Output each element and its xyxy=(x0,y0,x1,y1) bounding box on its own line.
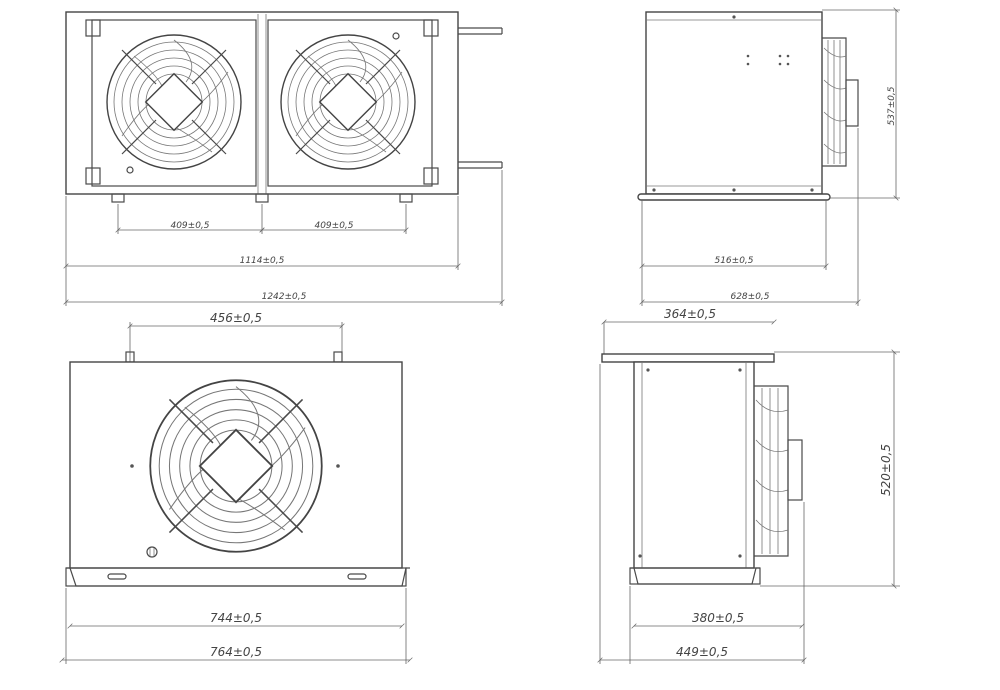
fan-panel-left xyxy=(91,19,257,187)
dim-537: 537±0,5 xyxy=(887,86,897,125)
dim-764: 764±0,5 xyxy=(210,645,262,659)
dim-409-right: 409±0,5 xyxy=(314,221,353,231)
dim-456: 456±0,5 xyxy=(210,311,262,325)
dim-380: 380±0,5 xyxy=(692,611,744,625)
fan-single xyxy=(149,379,323,553)
side-view-single-fan: 364±0,5 520±0,5 380±0,5 449±0,5 xyxy=(600,307,900,664)
side-view-twin-fan: 537±0,5 516±0,5 628±0,5 xyxy=(637,10,900,306)
dim-1242: 1242±0,5 xyxy=(262,292,307,302)
side-housing xyxy=(645,11,823,195)
dim-516: 516±0,5 xyxy=(714,256,753,266)
fan-panel-right xyxy=(267,19,433,187)
front-view-single-fan: 456±0,5 744±0,5 764±0,5 xyxy=(62,311,410,664)
dim-1114: 1114±0,5 xyxy=(240,256,285,266)
side-top-plate xyxy=(601,353,775,363)
dim-744: 744±0,5 xyxy=(210,611,262,625)
fan-right xyxy=(280,34,416,170)
dim-628: 628±0,5 xyxy=(730,292,769,302)
fan-left xyxy=(106,34,242,170)
side-motor xyxy=(845,79,859,127)
dim-364: 364±0,5 xyxy=(664,307,716,321)
dim-520: 520±0,5 xyxy=(879,444,893,496)
side-single-motor xyxy=(787,439,803,501)
dim-409-left: 409±0,5 xyxy=(170,221,209,231)
dim-449: 449±0,5 xyxy=(676,645,728,659)
front-view-twin-fan: 409±0,5 409±0,5 1114±0,5 1242±0,5 xyxy=(66,11,502,306)
side-single-housing xyxy=(633,361,755,569)
